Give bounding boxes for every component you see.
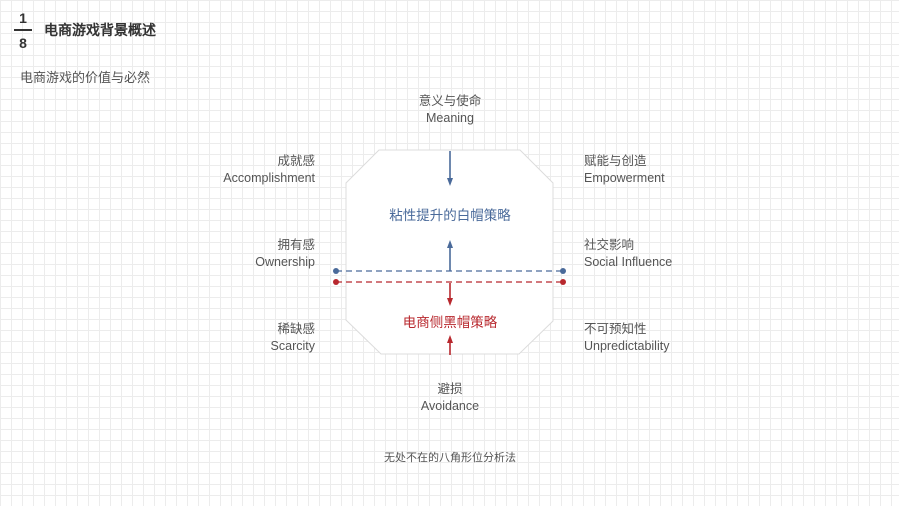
black-hat-strategy-label: 电商侧黑帽策略: [402, 315, 498, 330]
drive-en: Avoidance: [420, 399, 480, 413]
drive-empowerment: 赋能与创造 Empowerment: [584, 153, 724, 187]
diagram-caption: 无处不在的八角形位分析法: [384, 452, 516, 464]
page-current: 1: [19, 10, 27, 26]
drive-en: Meaning: [426, 111, 474, 125]
drive-cn: 稀缺感: [277, 322, 315, 336]
drive-en: Scarcity: [270, 339, 315, 353]
drive-en: Ownership: [255, 255, 315, 269]
drive-unpredictability: 不可预知性 Unpredictability: [584, 321, 724, 355]
page-divider: [14, 29, 32, 31]
drive-meaning: 意义与使命 Meaning: [380, 93, 520, 127]
black-hat-dot-left: [333, 279, 339, 285]
drive-cn: 社交影响: [584, 238, 635, 252]
drive-ownership: 拥有感 Ownership: [195, 237, 315, 271]
white-hat-strategy-label: 粘性提升的白帽策略: [389, 208, 511, 223]
page-subtitle: 电商游戏的价值与必然: [20, 70, 151, 85]
section-title: 电商游戏背景概述: [44, 22, 156, 38]
drive-cn: 不可预知性: [584, 322, 647, 336]
drive-scarcity: 稀缺感 Scarcity: [195, 321, 315, 355]
drive-avoidance: 避损 Avoidance: [380, 381, 520, 415]
drive-en: Accomplishment: [223, 171, 315, 185]
drive-cn: 赋能与创造: [584, 154, 647, 168]
drive-cn: 成就感: [277, 154, 315, 168]
drive-en: Social Influence: [584, 255, 673, 269]
page-indicator: 1 8: [14, 10, 32, 51]
black-hat-dot-right: [560, 279, 566, 285]
drive-social-influence: 社交影响 Social Influence: [584, 237, 724, 271]
white-hat-dot-right: [560, 268, 566, 274]
drive-cn: 意义与使命: [418, 94, 482, 108]
drive-en: Unpredictability: [584, 339, 670, 353]
page-total: 8: [19, 35, 27, 51]
drive-accomplishment: 成就感 Accomplishment: [195, 153, 315, 187]
drive-cn: 避损: [437, 382, 463, 396]
white-hat-dot-left: [333, 268, 339, 274]
drive-en: Empowerment: [584, 171, 665, 185]
drive-cn: 拥有感: [277, 238, 315, 252]
